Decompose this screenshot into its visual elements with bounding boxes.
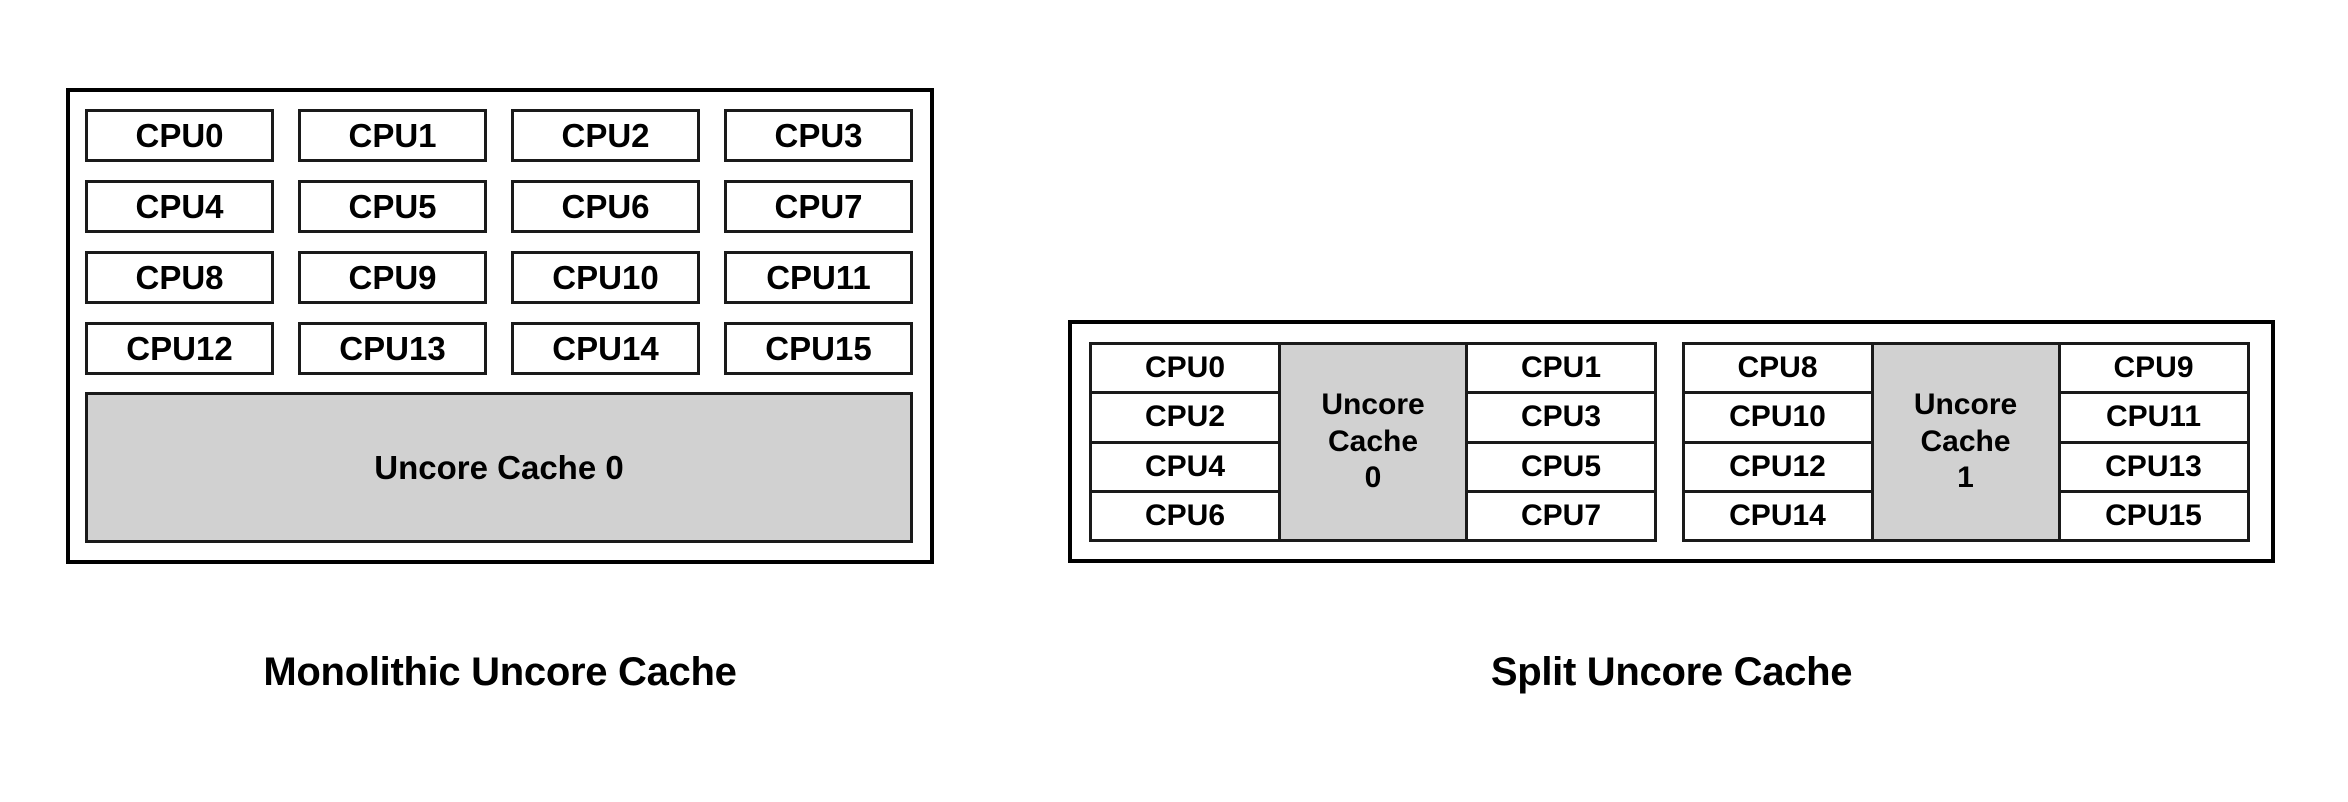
cpu-cell[interactable]: CPU2 (1089, 391, 1281, 444)
uncore-cache-block[interactable]: Uncore Cache 0 (85, 392, 913, 543)
cpu-cell[interactable]: CPU10 (511, 251, 700, 304)
cpu-cell[interactable]: CPU3 (1465, 391, 1657, 444)
cpu-cell[interactable]: CPU6 (1089, 489, 1281, 542)
uncore-cache-block[interactable]: Uncore Cache 1 (1870, 342, 2061, 542)
cpu-cell[interactable]: CPU15 (2057, 489, 2250, 542)
cpu-cell[interactable]: CPU0 (1089, 342, 1281, 395)
monolithic-cpu-grid: CPU0 CPU1 CPU2 CPU3 CPU4 CPU5 CPU6 CPU7 … (85, 109, 913, 375)
monolithic-panel: CPU0 CPU1 CPU2 CPU3 CPU4 CPU5 CPU6 CPU7 … (66, 88, 934, 564)
cpu-cell[interactable]: CPU1 (1465, 342, 1657, 395)
cache-label-line3: 1 (1957, 461, 1974, 495)
cpu-cell[interactable]: CPU5 (1465, 440, 1657, 493)
cache-label-line3: 0 (1364, 461, 1382, 495)
cache-label-line1: Uncore (1321, 388, 1425, 422)
cpu-cell[interactable]: CPU9 (2057, 342, 2250, 395)
split-groups: CPU0 CPU2 CPU4 CPU6 Uncore Cache 0 CPU1 … (1089, 342, 2255, 542)
cpu-cell[interactable]: CPU13 (298, 322, 487, 375)
split-group: CPU8 CPU10 CPU12 CPU14 Uncore Cache 1 CP… (1681, 342, 2256, 542)
cpu-cell[interactable]: CPU14 (511, 322, 700, 375)
cpu-column-right: CPU1 CPU3 CPU5 CPU7 (1465, 342, 1657, 542)
split-group: CPU0 CPU2 CPU4 CPU6 Uncore Cache 0 CPU1 … (1089, 342, 1663, 542)
cpu-cell[interactable]: CPU4 (85, 180, 274, 233)
cpu-cell[interactable]: CPU6 (511, 180, 700, 233)
split-panel: CPU0 CPU2 CPU4 CPU6 Uncore Cache 0 CPU1 … (1068, 320, 2275, 563)
cpu-cell[interactable]: CPU14 (1681, 489, 1874, 542)
cpu-cell[interactable]: CPU7 (1465, 489, 1657, 542)
cpu-cell[interactable]: CPU12 (1681, 440, 1874, 493)
cpu-cell[interactable]: CPU3 (724, 109, 913, 162)
cpu-cell[interactable]: CPU1 (298, 109, 487, 162)
cpu-cell[interactable]: CPU10 (1681, 391, 1874, 444)
cpu-column-right: CPU9 CPU11 CPU13 CPU15 (2057, 342, 2250, 542)
split-caption: Split Uncore Cache (1490, 650, 1853, 694)
cache-label-line1: Uncore (1913, 388, 2018, 422)
cpu-cell[interactable]: CPU7 (724, 180, 913, 233)
cpu-column-left: CPU0 CPU2 CPU4 CPU6 (1089, 342, 1281, 542)
cpu-cell[interactable]: CPU8 (85, 251, 274, 304)
cpu-column-left: CPU8 CPU10 CPU12 CPU14 (1681, 342, 1874, 542)
cpu-cell[interactable]: CPU15 (724, 322, 913, 375)
cpu-cell[interactable]: CPU13 (2057, 440, 2250, 493)
cpu-cell[interactable]: CPU11 (2057, 391, 2250, 444)
uncore-cache-block[interactable]: Uncore Cache 0 (1278, 342, 1468, 542)
monolithic-caption: Monolithic Uncore Cache (263, 650, 737, 694)
cpu-cell[interactable]: CPU12 (85, 322, 274, 375)
cpu-cell[interactable]: CPU8 (1681, 342, 1874, 395)
cpu-cell[interactable]: CPU4 (1089, 440, 1281, 493)
cpu-cell[interactable]: CPU2 (511, 109, 700, 162)
cache-label-line2: Cache (1327, 424, 1419, 458)
cache-label-line2: Cache (1920, 424, 2011, 458)
cpu-cell[interactable]: CPU0 (85, 109, 274, 162)
cpu-cell[interactable]: CPU5 (298, 180, 487, 233)
cpu-cell[interactable]: CPU9 (298, 251, 487, 304)
cpu-cell[interactable]: CPU11 (724, 251, 913, 304)
